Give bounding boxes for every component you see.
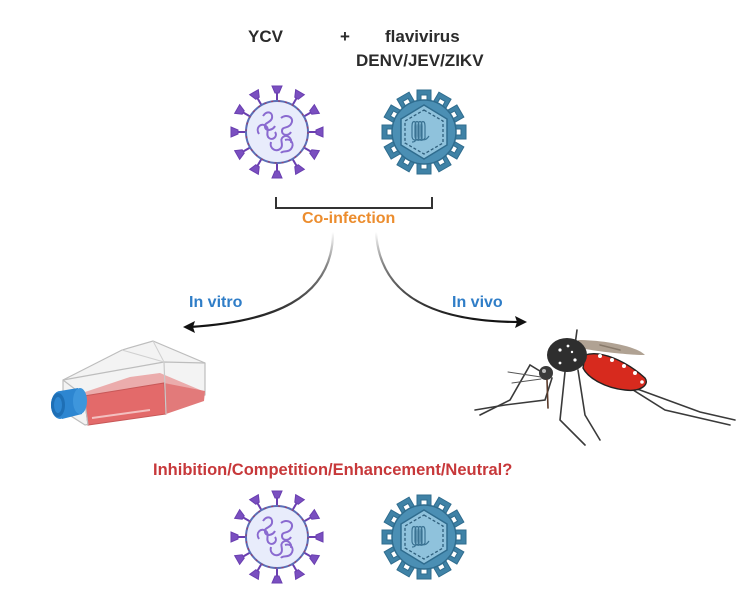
outcome-question: Inhibition/Competition/Enhancement/Neutr… — [153, 461, 513, 479]
flavivirus-label: flavivirus — [385, 27, 460, 46]
coinfection-label: Co-infection — [302, 210, 396, 227]
plus-sign: + — [340, 27, 350, 46]
in-vivo-label: In vivo — [452, 294, 503, 311]
cell-culture-flask-icon — [51, 340, 206, 426]
coinfection-bracket — [275, 197, 433, 209]
in-vitro-label: In vitro — [189, 294, 243, 311]
in-vitro-arrow — [183, 231, 335, 333]
in-vivo-arrow — [374, 231, 527, 328]
ycv-label: YCV — [248, 27, 283, 46]
flavivirus-icon-bottom — [382, 495, 466, 579]
mosquito-icon — [474, 329, 736, 446]
ycv-virus-icon — [231, 86, 323, 178]
flavivirus-icon — [382, 90, 466, 174]
ycv-virus-icon-bottom — [231, 491, 323, 583]
flavivirus-examples-label: DENV/JEV/ZIKV — [356, 51, 484, 70]
